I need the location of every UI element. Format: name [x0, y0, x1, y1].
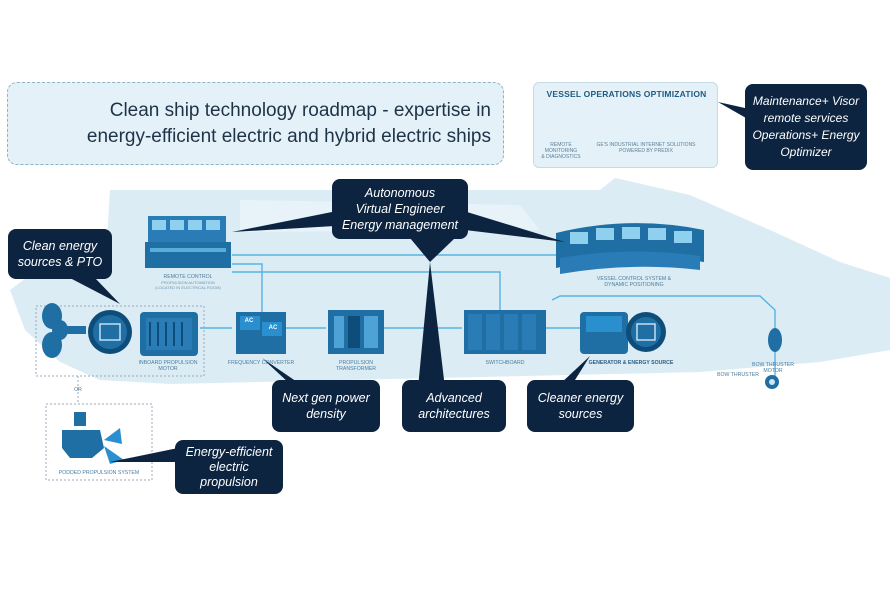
- callout-pointer-engineer-down: [410, 238, 455, 262]
- generator-label: GENERATOR & ENERGY SOURCE: [588, 360, 674, 366]
- callout-pointer-visor: [718, 102, 746, 118]
- callout-visor-line-1: Maintenance+ Visor: [752, 94, 860, 108]
- bow-thruster-label: BOW THRUSTER: [717, 372, 759, 378]
- podded-propulsion-frame: [45, 403, 153, 481]
- callout-visor-line-2: remote services: [763, 111, 849, 125]
- callout-visor-line-4: Optimizer: [780, 145, 832, 159]
- ops-caption-right: GE'S INDUSTRIAL INTERNET SOLUTIONS POWER…: [596, 142, 696, 154]
- inboard-motor-line-1: INBOARD PROPULSION: [138, 360, 198, 366]
- callout-engineer-line-2: Virtual Engineer: [355, 202, 445, 216]
- remote-control-console-icon: [145, 216, 231, 268]
- propulsion-transformer-icon: [328, 310, 384, 354]
- callout-next-gen-line-2: density: [306, 407, 346, 421]
- podded-propulsion-icon: [62, 412, 124, 464]
- propulsion-group-frame: [35, 305, 205, 377]
- remote-control-sub-2: (LOCATED IN ELECTRICAL ROOM): [155, 285, 221, 290]
- callout-engineer-line-1: Autonomous: [364, 186, 436, 200]
- remote-control-label: REMOTE CONTROL PROPULSION AUTOMATION (LO…: [140, 274, 236, 290]
- callout-cleaner-line-2: sources: [558, 407, 603, 421]
- callout-architectures: Advanced architectures: [402, 380, 506, 432]
- callout-next-gen: Next gen power density: [272, 380, 380, 432]
- callout-cleaner-line-1: Cleaner energy: [537, 391, 624, 405]
- callout-propulsion-line-3: propulsion: [200, 474, 258, 489]
- callout-next-gen-line-1: Next gen power: [282, 391, 370, 405]
- callout-pointer-clean-sources: [70, 278, 120, 304]
- callout-pointer-next-gen: [262, 358, 300, 384]
- ops-caption-left: REMOTE MONITORING & DIAGNOSTICS: [536, 142, 586, 160]
- vessel-control-line-2: DYNAMIC POSITIONING: [604, 282, 664, 288]
- callout-cleaner: Cleaner energy sources: [527, 380, 634, 432]
- inboard-motor-line-2: MOTOR: [158, 366, 178, 372]
- ops-caption-right-1: GE'S INDUSTRIAL INTERNET SOLUTIONS: [596, 142, 696, 148]
- connection-lines: [200, 254, 776, 382]
- callout-engineer: Autonomous Virtual Engineer Energy manag…: [332, 179, 468, 239]
- title-box: Clean ship technology roadmap - expertis…: [7, 82, 504, 165]
- callout-clean-sources-line-1: Clean energy: [22, 239, 98, 253]
- bow-thruster-motor-line-1: BOW THRUSTER: [752, 362, 794, 368]
- ac-label-2: AC: [268, 325, 278, 331]
- vessel-control-line-1: VESSEL CONTROL SYSTEM &: [596, 276, 672, 282]
- callout-visor-line-3: Operations+ Energy: [752, 128, 860, 142]
- frequency-converter-label: FREQUENCY CONVERTER: [227, 360, 295, 366]
- ops-caption-right-2: POWERED BY PREDIX: [619, 148, 673, 154]
- ac-label-1: AC: [244, 318, 254, 324]
- bow-thruster-icon: [765, 375, 779, 389]
- callout-architectures-line-2: architectures: [418, 407, 490, 421]
- ops-panel-title: VESSEL OPERATIONS OPTIMIZATION: [546, 89, 707, 99]
- propulsion-transformer-line-1: PROPULSION: [338, 360, 373, 366]
- podded-propulsion-label: PODDED PROPULSION SYSTEM: [58, 470, 140, 476]
- frequency-converter-icon: [236, 312, 286, 354]
- callout-pointer-engineer-left: [232, 212, 335, 232]
- remote-control-sub-1: PROPULSION AUTOMATION: [161, 280, 215, 285]
- switchboard-label: SWITCHBOARD: [485, 360, 525, 366]
- title-line-1: Clean ship technology roadmap - expertis…: [109, 99, 491, 121]
- generator-icon: [580, 312, 666, 354]
- callout-propulsion: Energy-efficient electric propulsion: [175, 440, 283, 494]
- callout-clean-sources-line-2: sources & PTO: [17, 255, 103, 269]
- or-label: OR: [74, 387, 82, 393]
- callout-visor: Maintenance+ Visor remote services Opera…: [745, 84, 867, 170]
- callout-pointer-architectures: [418, 262, 445, 388]
- motor-icon: [88, 310, 132, 354]
- propulsion-transformer-line-2: TRANSFORMER: [335, 366, 377, 372]
- bow-thruster-motor-label: BOW THRUSTER MOTOR: [740, 362, 806, 374]
- callout-clean-sources: Clean energy sources & PTO: [8, 229, 112, 279]
- callout-pointer-propulsion: [110, 448, 178, 462]
- callout-propulsion-line-1: Energy-efficient: [185, 444, 273, 459]
- switchboard-icon: [464, 310, 546, 354]
- callout-propulsion-line-2: electric: [209, 459, 249, 474]
- ops-caption-left-1: REMOTE MONITORING: [544, 142, 578, 154]
- propeller-icon: [42, 303, 86, 358]
- inboard-motor-label: INBOARD PROPULSION MOTOR: [128, 360, 208, 372]
- title-line-2: energy-efficient electric and hybrid ele…: [86, 125, 491, 147]
- vessel-control-label: VESSEL CONTROL SYSTEM & DYNAMIC POSITION…: [580, 276, 688, 288]
- inboard-motor-icon: [140, 312, 198, 356]
- vessel-control-console-icon: [556, 223, 704, 274]
- remote-control-title: REMOTE CONTROL: [163, 274, 213, 280]
- vessel-operations-panel: VESSEL OPERATIONS OPTIMIZATION REMOTE MO…: [533, 82, 718, 168]
- bow-thruster-motor-line-2: MOTOR: [763, 368, 783, 374]
- callout-architectures-line-1: Advanced: [426, 391, 482, 405]
- ops-caption-left-2: & DIAGNOSTICS: [541, 154, 581, 160]
- bow-thruster-motor-icon: [768, 328, 782, 352]
- callout-engineer-line-3: Energy management: [341, 218, 459, 232]
- propulsion-transformer-label: PROPULSION TRANSFORMER: [318, 360, 394, 372]
- callout-pointer-engineer-right: [465, 212, 565, 242]
